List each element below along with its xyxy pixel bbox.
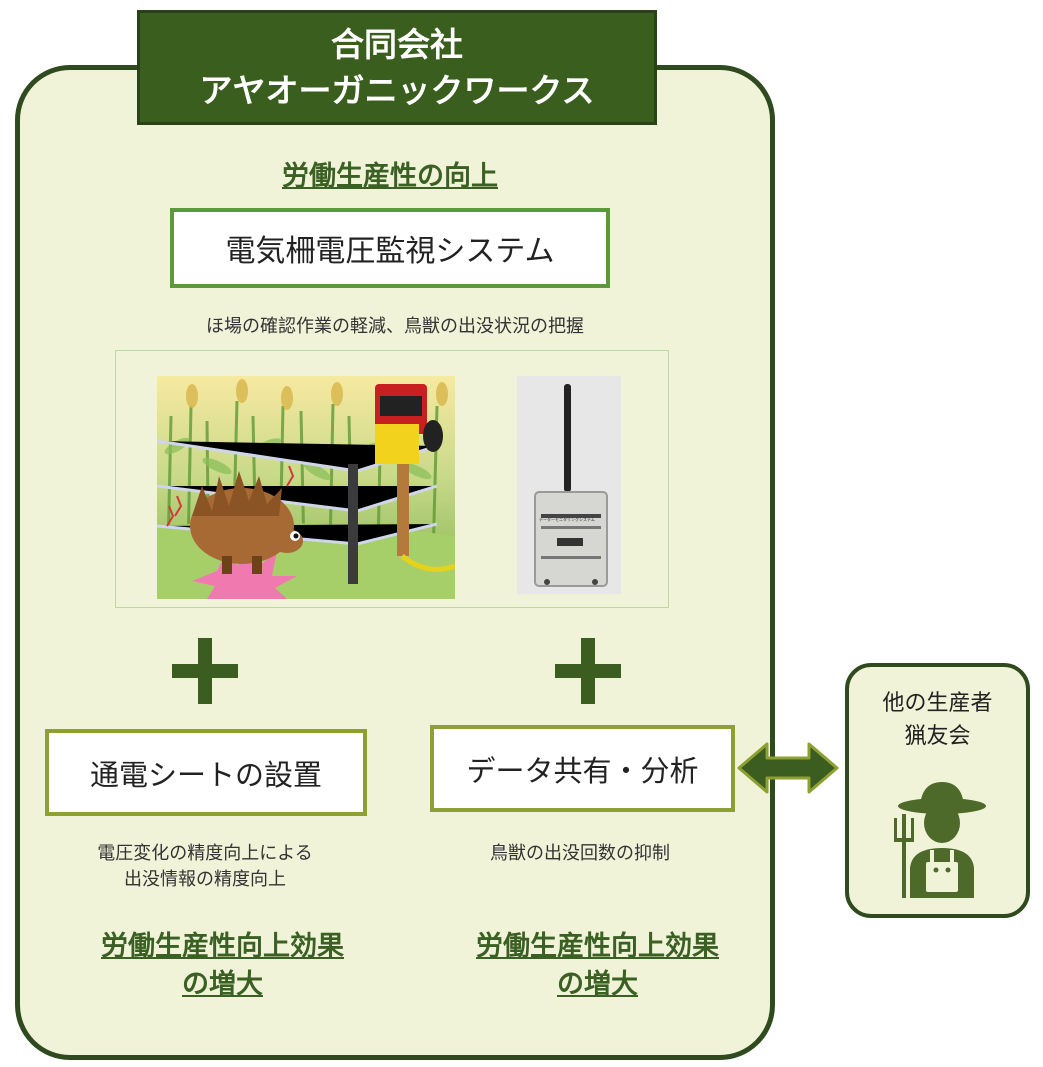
stakeholder-line1: 他の生産者	[882, 691, 993, 716]
left-description: 電圧変化の精度向上による 出没情報の精度向上	[40, 841, 370, 893]
right-effect-line1: 労働生産性向上効果	[476, 931, 719, 962]
system-name: 電気柵電圧監視システム	[225, 234, 555, 269]
company-name: アヤオーガニックワークス	[199, 70, 595, 110]
company-header: 合同会社 アヤオーガニックワークス	[137, 10, 657, 125]
left-effect-line1: 労働生産性向上効果	[101, 931, 344, 962]
productivity-heading: 労働生産性の向上	[282, 161, 498, 192]
image-frame	[115, 350, 669, 608]
right-description: 鳥獣の出没回数の抑制	[490, 843, 670, 864]
electric-fence-illustration	[157, 376, 455, 599]
left-effect: 労働生産性向上効果 の増大	[40, 928, 405, 1004]
monitoring-device-svg	[517, 376, 621, 594]
data-sharing-label: データ共有・分析	[466, 753, 699, 788]
left-description-line2: 出没情報の精度向上	[124, 869, 286, 890]
left-effect-line2: の増大	[182, 969, 263, 1000]
device-label: データーモニタリングシステム	[539, 517, 595, 522]
left-description-line1: 電圧変化の精度向上による	[97, 843, 313, 864]
conduction-sheet-label: 通電シートの設置	[89, 757, 322, 792]
company-type: 合同会社	[331, 24, 463, 64]
antenna-icon	[564, 384, 571, 492]
plus-icon-right	[555, 638, 621, 704]
double-arrow-icon	[737, 742, 839, 794]
system-name-box: 電気柵電圧監視システム	[170, 208, 610, 288]
electric-fence-svg	[157, 376, 455, 599]
right-effect: 労働生産性向上効果 の増大	[415, 928, 780, 1004]
data-sharing-box: データ共有・分析	[430, 725, 735, 812]
stakeholder-line2: 猟友会	[904, 724, 971, 749]
right-effect-line2: の増大	[557, 969, 638, 1000]
conduction-sheet-box: 通電シートの設置	[45, 729, 367, 816]
system-description: ほ場の確認作業の軽減、鳥獣の出没状況の把握	[206, 316, 584, 337]
boar	[190, 471, 303, 574]
monitoring-device-photo: データーモニタリングシステム	[517, 376, 621, 594]
farmer-icon	[894, 782, 986, 898]
stakeholder-title: 他の生産者 猟友会	[845, 687, 1030, 753]
plus-icon-left	[172, 638, 238, 704]
